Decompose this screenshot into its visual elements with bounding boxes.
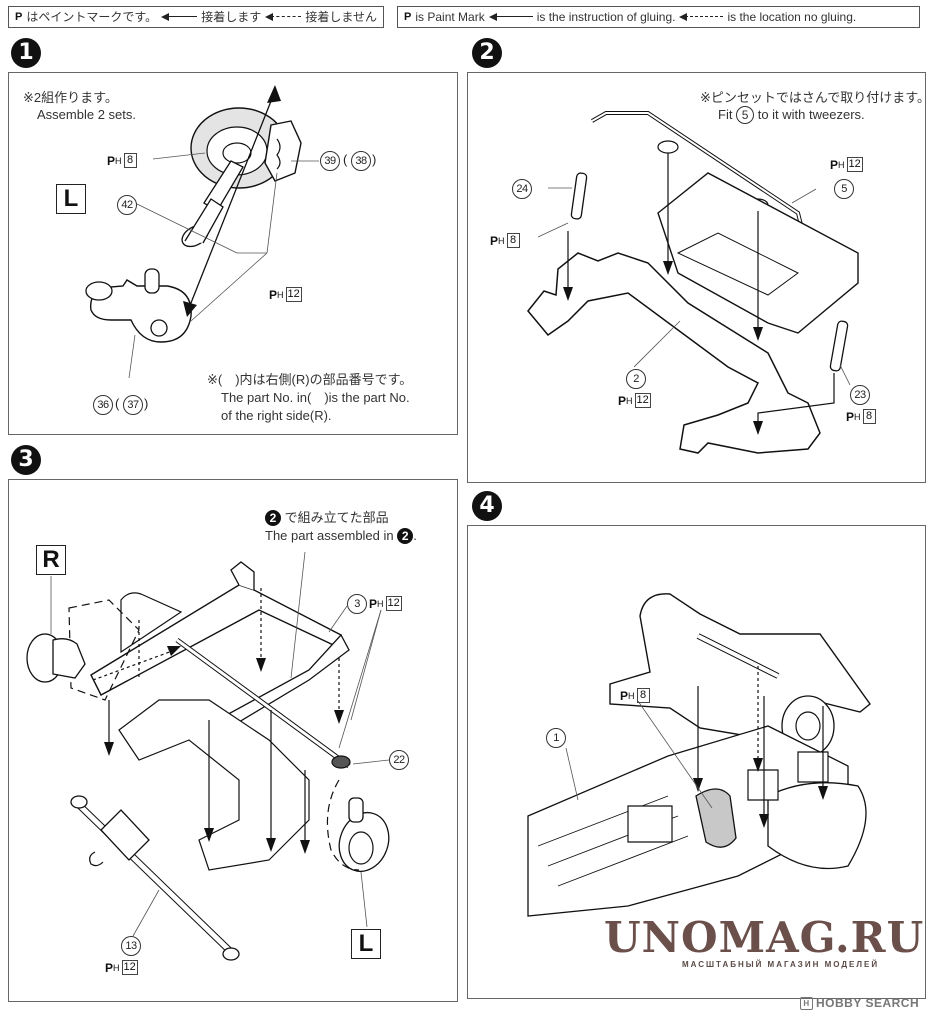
- part-number: 39: [320, 151, 340, 171]
- step-3-note-jp: 2 で組み立てた部品: [265, 509, 389, 526]
- paint-mark-icon: P: [404, 11, 412, 23]
- step-3-note-en: The part assembled in 2.: [265, 528, 417, 544]
- part-number: 42: [117, 195, 137, 215]
- frame-shape: [528, 253, 820, 453]
- part-number: 3: [347, 594, 367, 614]
- step-1-note-jp: ※2組作ります。: [23, 90, 118, 105]
- step-number-1: 1: [11, 38, 41, 68]
- step-3-panel: 2 で組み立てた部品 The part assembled in 2. R L: [8, 479, 458, 1002]
- step-ref-2-icon: 2: [397, 528, 414, 544]
- paren-close: ): [372, 152, 377, 167]
- paint-mark-icon: P: [105, 960, 114, 975]
- step-2-panel: ※ピンセットではさんで取り付けます。 Fit 5 to it with twee…: [467, 72, 930, 483]
- paint-mark-icon: P: [846, 409, 855, 424]
- side-label-left: L: [56, 184, 86, 214]
- glue-arrow-icon: [488, 13, 533, 21]
- step-number-2: 2: [472, 38, 502, 68]
- step-2-note-jp: ※ピンセットではさんで取り付けます。: [700, 90, 930, 105]
- watermark-title: UNOMAG.RU: [604, 913, 925, 962]
- footnote-jp: ※( )内は右側(R)の部品番号です。: [207, 372, 413, 387]
- paren-open: (: [343, 152, 348, 167]
- step-1-drawing: [9, 85, 457, 434]
- painted-part-shape: [696, 789, 736, 847]
- part-number: 22: [389, 750, 409, 770]
- part-number: 13: [121, 936, 141, 956]
- part-number: 2: [626, 369, 646, 389]
- part-number: 5: [834, 179, 854, 199]
- paint-mark-icon: P: [15, 11, 23, 23]
- step-3-drawing: [9, 480, 457, 1001]
- step-number-4: 4: [472, 491, 502, 521]
- legend-japanese: P はペイントマークです。 接着します 接着しません: [8, 6, 384, 28]
- legend-noglue-text: 接着しません: [305, 10, 377, 24]
- paint-mark-icon: P: [107, 153, 116, 168]
- footnote-en-1: The part No. in( )is the part No.: [221, 390, 410, 405]
- part-number: 36: [93, 395, 113, 415]
- paren-close: ): [144, 396, 149, 411]
- paint-mark-icon: P: [269, 287, 278, 302]
- footnote-en-2: of the right side(R).: [221, 408, 332, 423]
- step-1-note-en: Assemble 2 sets.: [37, 107, 136, 122]
- step-4-drawing: [468, 526, 925, 998]
- part-number-right: 38: [351, 151, 371, 171]
- no-glue-arrow-icon: [679, 13, 724, 21]
- legend-english: P is Paint Mark is the instruction of gl…: [397, 6, 920, 28]
- part-number-right: 37: [123, 395, 143, 415]
- legend-paint-text: is Paint Mark: [415, 10, 485, 24]
- part-number: 24: [512, 179, 532, 199]
- paren-open: (: [115, 396, 120, 411]
- hobby-search-credit: H HOBBY SEARCH: [800, 996, 919, 1010]
- legend-paint-text: はペイントマークです。: [26, 10, 158, 24]
- part-number: 1: [546, 728, 566, 748]
- paint-mark-icon: P: [369, 596, 378, 611]
- hobby-search-logo-icon: H: [800, 996, 813, 1010]
- step-number-3: 3: [11, 445, 41, 475]
- part-ref-5: 5: [736, 106, 755, 124]
- no-glue-arrow-icon: [265, 13, 302, 21]
- legend-glue-text: 接着します: [201, 10, 262, 24]
- paint-mark-icon: P: [618, 393, 627, 408]
- legend-noglue-text: is the location no gluing.: [727, 10, 857, 24]
- side-label-right: R: [36, 545, 66, 575]
- paint-mark-icon: P: [830, 157, 839, 172]
- part-number: 23: [850, 385, 870, 405]
- glue-arrow-icon: [161, 13, 198, 21]
- step-2-drawing: [468, 73, 925, 482]
- paint-mark-icon: P: [490, 233, 499, 248]
- caliper-shape: [265, 121, 301, 181]
- watermark-subtitle: МАСШТАБНЫЙ МАГАЗИН МОДЕЛЕЙ: [682, 960, 880, 969]
- legend-glue-text: is the instruction of gluing.: [536, 10, 676, 24]
- step-2-note-en: Fit 5 to it with tweezers.: [718, 106, 865, 124]
- paint-mark-icon: P: [620, 688, 629, 703]
- side-label-left: L: [351, 929, 381, 959]
- step-ref-2-icon: 2: [265, 510, 281, 526]
